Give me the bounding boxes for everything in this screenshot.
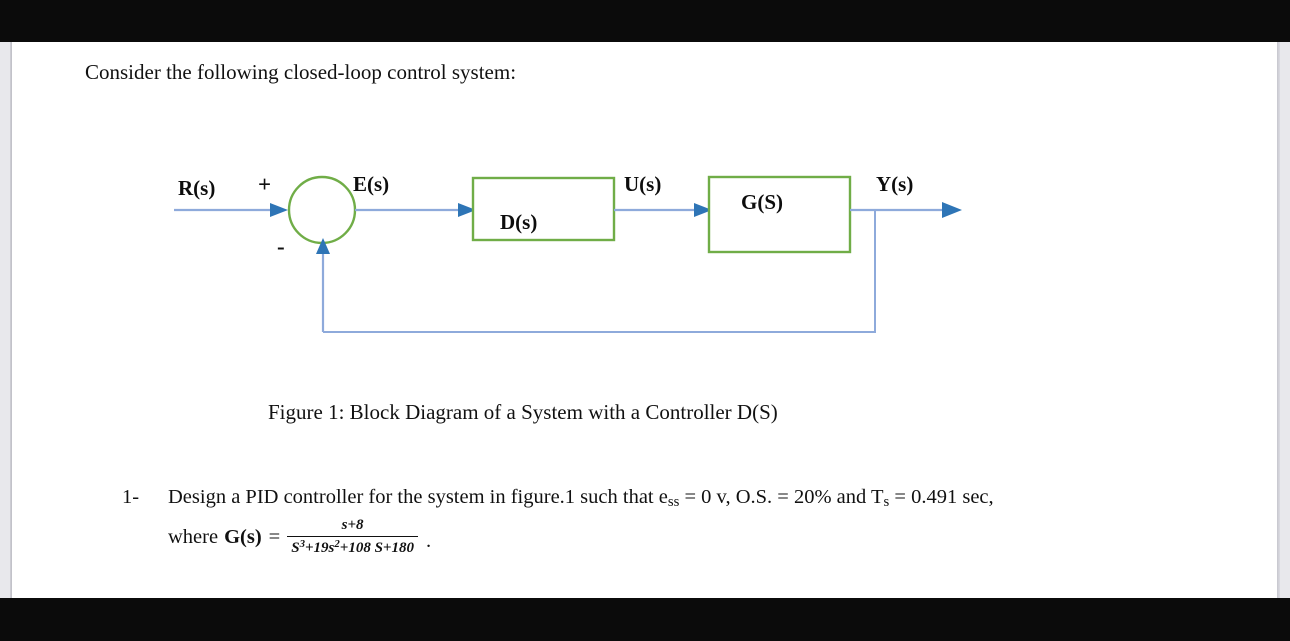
question-block: 1- Design a PID controller for the syste… bbox=[122, 486, 1252, 557]
equals-sign: = bbox=[268, 525, 281, 548]
label-control-signal: U(s) bbox=[624, 172, 662, 196]
question-line-1: 1- Design a PID controller for the syste… bbox=[122, 486, 1252, 511]
label-input-signal: R(s) bbox=[178, 176, 216, 200]
denominator-part2: +19s bbox=[304, 539, 335, 556]
arrow-head-input bbox=[270, 203, 288, 217]
page-gutter-right bbox=[1277, 42, 1290, 598]
question-number: 1- bbox=[122, 486, 140, 508]
block-diagram-svg bbox=[174, 175, 962, 333]
denominator-part3: +108 S+180 bbox=[339, 539, 414, 556]
page-gutter-left bbox=[0, 42, 12, 598]
question-subscript-ess: ss bbox=[667, 494, 680, 511]
figure-caption: Figure 1: Block Diagram of a System with… bbox=[268, 400, 778, 424]
fraction-numerator: s+8 bbox=[341, 517, 364, 534]
where-word: where bbox=[168, 525, 219, 548]
question-text-part2: = 0 v, O.S. = 20% and T bbox=[679, 486, 884, 508]
letterbox-top bbox=[0, 0, 1290, 42]
plant-block bbox=[707, 175, 852, 254]
trailing-period: . bbox=[425, 530, 432, 553]
question-text-part3: = 0.491 sec, bbox=[889, 486, 994, 508]
arrow-head-error bbox=[458, 203, 476, 217]
label-error-signal: E(s) bbox=[353, 172, 390, 196]
label-output-signal: Y(s) bbox=[876, 172, 914, 196]
denominator-exponent-3: 3 bbox=[299, 537, 305, 550]
label-plus-sign: + bbox=[258, 172, 272, 197]
label-plant-block: G(S) bbox=[741, 190, 783, 214]
question-subscript-ts: s bbox=[883, 494, 890, 511]
question-text: Design a PID controller for the system i… bbox=[168, 486, 994, 511]
denominator-exponent-2: 2 bbox=[334, 537, 340, 550]
denominator-part1: S bbox=[291, 539, 300, 556]
intro-paragraph: Consider the following closed-loop contr… bbox=[85, 60, 517, 84]
controller-block bbox=[471, 176, 616, 242]
document-page: Consider the following closed-loop contr… bbox=[12, 42, 1277, 598]
arrow-head-feedback bbox=[316, 238, 330, 254]
question-text-part1: Design a PID controller for the system i… bbox=[168, 486, 668, 508]
summing-junction bbox=[287, 175, 357, 245]
gs-symbol: G(s) bbox=[224, 525, 262, 548]
label-minus-sign: - bbox=[277, 234, 285, 259]
letterbox-bottom bbox=[0, 598, 1290, 641]
arrow-head-output bbox=[942, 202, 962, 218]
label-controller-block: D(s) bbox=[500, 210, 538, 234]
transfer-function-fraction: s+8 S3+19s2+108 S+180 bbox=[287, 517, 418, 557]
fraction-denominator: S3+19s2+108 S+180 bbox=[287, 535, 418, 558]
arrow-head-control bbox=[694, 203, 712, 217]
transfer-function-row: where G(s) = s+8 S3+19s2+108 S+180 . bbox=[122, 517, 1252, 557]
block-diagram: R(s) + - E(s) D(s) U(s) G(S) Y(s) bbox=[12, 42, 1277, 402]
